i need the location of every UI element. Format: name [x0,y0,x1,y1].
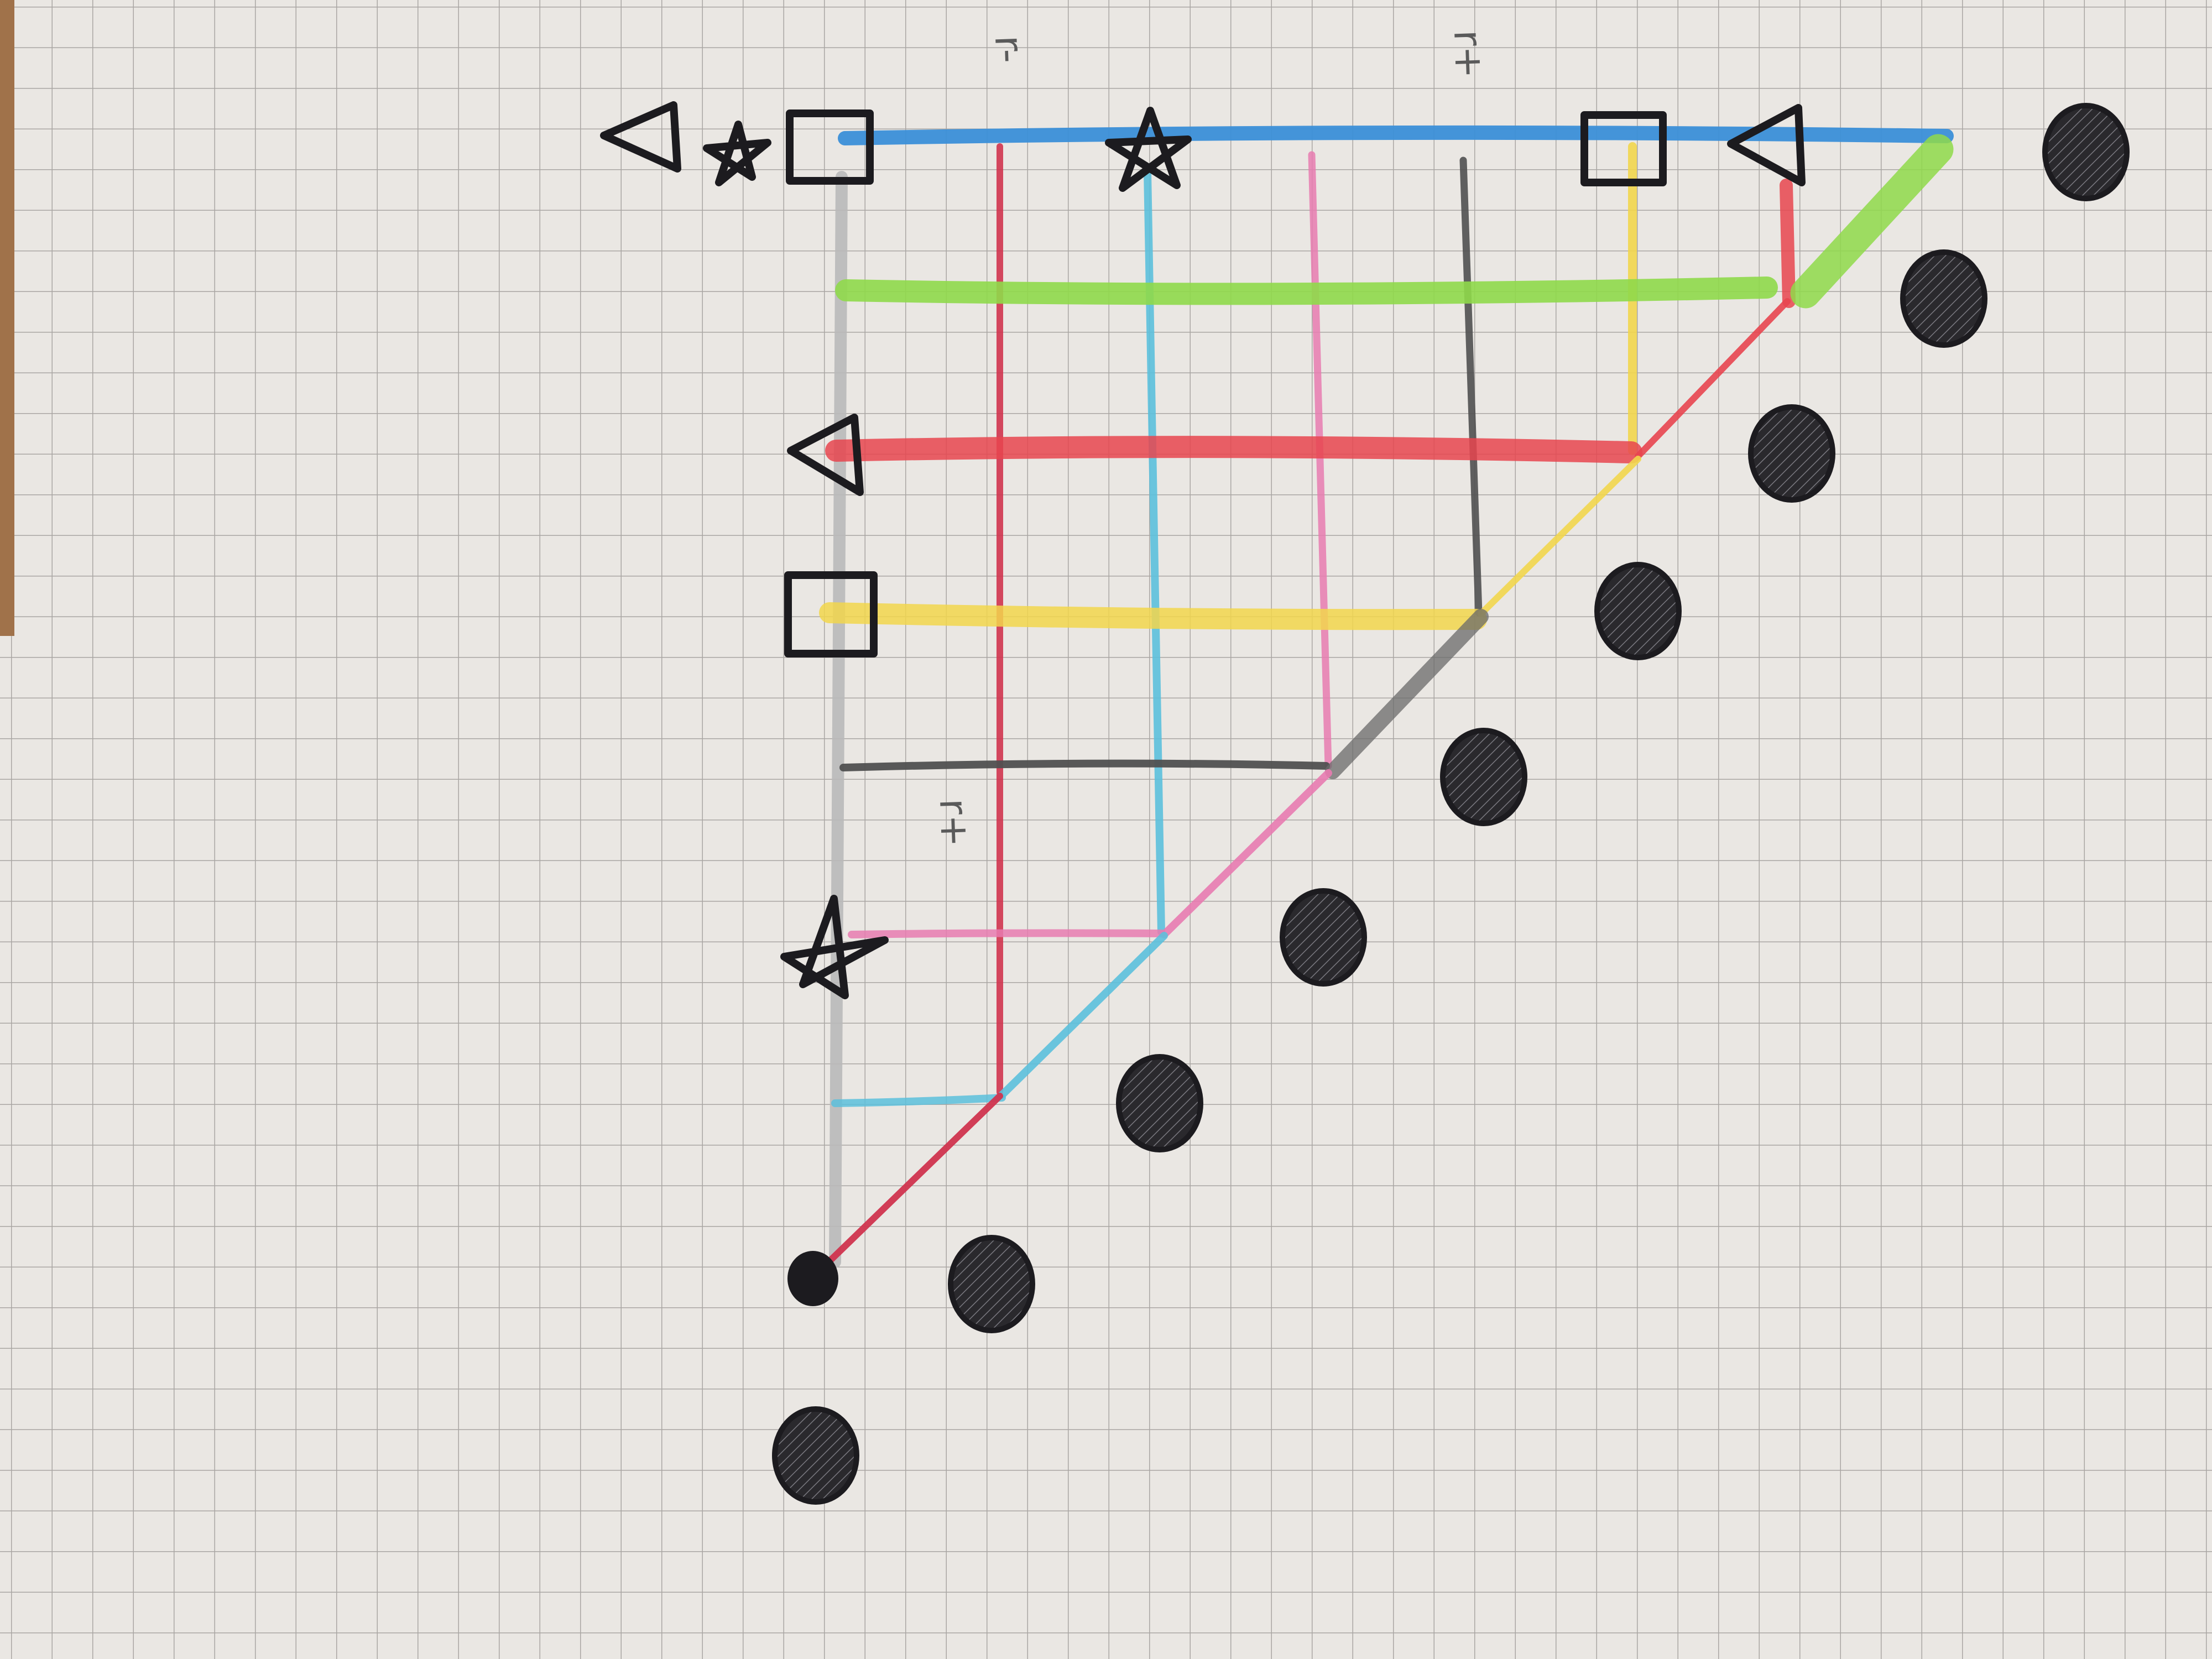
symbols [600,101,1806,999]
horizontal-green-line [835,276,1778,305]
square-icon [786,109,874,185]
shaded-dot [1748,404,1835,503]
annotation-r-plus-middle: r+ [931,798,978,848]
star-icon [1105,107,1192,192]
horizontal-dark-gray-line [839,759,1330,771]
horizontal-red-line [825,436,1642,463]
triangle-icon [600,101,681,173]
square-icon [784,571,878,658]
annotation-r-plus-top: r+ [1445,29,1492,79]
shaded-dot [1900,249,1987,348]
diagonal-lines [815,134,1954,1275]
diagonal-green-segment [1790,134,1954,309]
shaded-dot [2042,103,2130,201]
shaded-dot [1594,562,1682,660]
vertical-pink-line [1308,151,1332,770]
star-icon [703,121,771,186]
horizontal-blue-line [838,125,1954,145]
vertical-dark-gray-line [1459,156,1483,617]
horizontal-yellow-line [819,602,1487,630]
shaded-dot [1280,888,1367,987]
vertical-light-gray-line [829,171,848,1268]
star-icon [780,895,889,999]
shaded-dot [948,1235,1035,1333]
diagonal-yellow-segment [1478,456,1641,617]
wood-edge [0,0,14,636]
horizontal-cyan-line [831,1094,1006,1107]
shaded-dot [1440,728,1527,826]
triangle-icon [787,414,864,496]
square-icon [1580,111,1667,186]
end-dot [787,1251,838,1306]
diagonal-red-segment [1635,298,1791,460]
annotation-r-minus: r- [986,35,1032,64]
horizontal-lines [819,125,1954,1107]
shaded-dot [772,1406,859,1505]
diagonal-crimson-segment [815,1093,1003,1275]
shaded-dots [772,103,2130,1505]
shaded-dot [1116,1054,1203,1152]
vertical-red-line [1780,179,1796,308]
triangle-icon [1727,104,1806,186]
horizontal-pink-line [848,929,1165,938]
diagonal-gray-segment [1325,609,1489,779]
diagonal-pink-segment [1160,769,1332,938]
diagonal-cyan-segment [998,932,1168,1099]
